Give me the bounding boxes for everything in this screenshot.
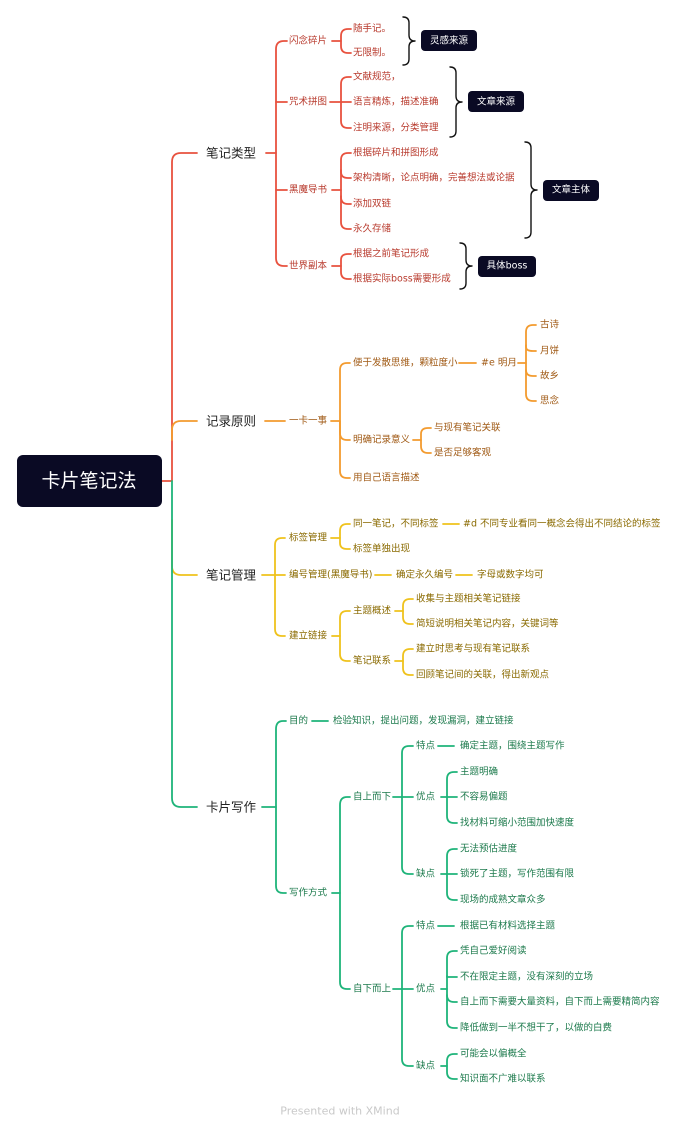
node-pro-item[interactable]: 不在限定主题，没有深刻的立场 (460, 971, 593, 983)
node-permanent-item[interactable]: 永久存储 (353, 223, 392, 235)
node-literature-item[interactable]: 语言精炼，描述准确 (353, 96, 439, 108)
node-separate-tags[interactable]: 标签单独出现 (353, 543, 411, 555)
node-own-words[interactable]: 用自己语言描述 (353, 472, 420, 484)
node-fleeting[interactable]: 闪念碎片 (289, 35, 327, 47)
summary-tag-boss[interactable]: 具体boss (487, 260, 528, 272)
node-pros[interactable]: 优点 (416, 983, 436, 995)
node-overview-item[interactable]: 收集与主题相关笔记链接 (416, 593, 521, 605)
node-pro-item[interactable]: 不容易偏题 (460, 791, 508, 803)
footer-watermark: Presented with XMind (280, 1105, 399, 1118)
summary-tag-bg (543, 180, 599, 201)
node-divergent[interactable]: 便于发散思维，颗粒度小 (353, 357, 458, 369)
node-pro-item[interactable]: 主题明确 (460, 766, 498, 778)
node-pro-item[interactable]: 降低做到一半不想干了，以做的白费 (460, 1022, 612, 1034)
node-literature-item[interactable]: 文献规范， (353, 71, 401, 83)
node-fleeting-item[interactable]: 无限制。 (353, 47, 391, 59)
node-literature[interactable]: 咒术拼图 (289, 96, 327, 108)
node-meaning-item[interactable]: 与现有笔记关联 (434, 422, 501, 434)
node-permanent-item[interactable]: 添加双链 (353, 198, 392, 210)
node-permanent-number[interactable]: 确定永久编号 (396, 569, 453, 581)
node-numbering[interactable]: 编号管理(黑魔导书) (289, 569, 372, 581)
node-project-item[interactable]: 根据实际boss需要形成 (353, 273, 451, 285)
branch-card-writing[interactable]: 卡片写作 (206, 800, 257, 815)
root-node-bg (17, 455, 162, 507)
node-permanent[interactable]: 黑魔导书 (289, 184, 328, 196)
node-word[interactable]: 思念 (540, 395, 560, 407)
node-features[interactable]: 特点 (416, 740, 436, 752)
node-writing-method[interactable]: 写作方式 (289, 887, 328, 899)
node-features-text[interactable]: 根据已有材料选择主题 (460, 920, 556, 932)
node-one-card-one-thing[interactable]: 一卡一事 (289, 415, 328, 427)
node-word[interactable]: 故乡 (540, 370, 559, 382)
summary-tag-article-source[interactable]: 文章来源 (477, 96, 516, 108)
node-overview-item[interactable]: 简短说明相关笔记内容，关键词等 (416, 618, 559, 630)
node-con-item[interactable]: 知识面不广难以联系 (460, 1073, 546, 1085)
node-word[interactable]: 月饼 (540, 345, 560, 357)
node-con-item[interactable]: 锁死了主题，写作范围有限 (460, 868, 575, 880)
node-project[interactable]: 世界副本 (289, 260, 328, 272)
summary-tag-bg (468, 91, 524, 112)
node-moon-tag[interactable]: #e 明月 (481, 358, 517, 369)
node-features[interactable]: 特点 (416, 920, 436, 932)
node-connect-item[interactable]: 回顾笔记间的关联，得出新观点 (416, 669, 550, 681)
summary-tag-bg (478, 256, 536, 277)
node-topic-overview[interactable]: 主题概述 (353, 605, 392, 617)
node-fleeting-item[interactable]: 随手记。 (353, 23, 391, 35)
node-meaning[interactable]: 明确记录意义 (353, 434, 411, 446)
node-linking[interactable]: 建立链接 (289, 630, 328, 642)
node-project-item[interactable]: 根据之前笔记形成 (353, 248, 430, 260)
node-top-down[interactable]: 自上而下 (353, 791, 391, 803)
node-tag-management[interactable]: 标签管理 (289, 532, 328, 544)
node-cons[interactable]: 缺点 (416, 1060, 436, 1072)
node-features-text[interactable]: 确定主题，围绕主题写作 (460, 740, 565, 752)
node-note-connect[interactable]: 笔记联系 (353, 655, 391, 667)
node-word[interactable]: 古诗 (540, 319, 560, 331)
node-connect-item[interactable]: 建立时思考与现有笔记联系 (416, 643, 530, 655)
summary-tag-article-body[interactable]: 文章主体 (552, 184, 591, 196)
node-literature-item[interactable]: 注明来源，分类管理 (353, 122, 439, 134)
branch-record-principles[interactable]: 记录原则 (206, 414, 256, 429)
root-node[interactable]: 卡片笔记法 (41, 470, 136, 492)
node-con-item[interactable]: 可能会以偏概全 (460, 1048, 527, 1060)
node-meaning-item[interactable]: 是否足够客观 (434, 447, 492, 459)
summary-tag-bg (421, 30, 477, 51)
summary-tag-inspiration[interactable]: 灵感来源 (430, 35, 469, 47)
node-same-note-detail[interactable]: #d 不同专业看同一概念会得出不同结论的标签 (463, 518, 661, 530)
node-purpose-text[interactable]: 检验知识，提出问题，发现漏洞，建立链接 (333, 715, 514, 727)
node-pros[interactable]: 优点 (416, 791, 436, 803)
node-cons[interactable]: 缺点 (416, 868, 436, 880)
node-pro-item[interactable]: 自上而下需要大量资料，自下而上需要精简内容 (460, 996, 660, 1008)
node-purpose[interactable]: 目的 (289, 715, 308, 727)
node-pro-item[interactable]: 找材料可缩小范围加快速度 (460, 817, 575, 829)
node-con-item[interactable]: 无法预估进度 (460, 843, 518, 855)
node-permanent-item[interactable]: 架构清晰，论点明确，完善想法或论据 (353, 172, 515, 184)
node-pro-item[interactable]: 凭自己爱好阅读 (460, 945, 527, 957)
node-permanent-item[interactable]: 根据碎片和拼图形成 (353, 147, 439, 159)
node-number-detail[interactable]: 字母或数字均可 (477, 569, 544, 581)
node-same-note-tags[interactable]: 同一笔记，不同标签 (353, 518, 439, 530)
node-con-item[interactable]: 现场的成熟文章众多 (460, 894, 546, 906)
connectors (161, 16, 538, 1080)
node-bottom-up[interactable]: 自下而上 (353, 983, 392, 995)
branch-note-management[interactable]: 笔记管理 (206, 568, 257, 583)
branch-note-types[interactable]: 笔记类型 (206, 146, 256, 161)
